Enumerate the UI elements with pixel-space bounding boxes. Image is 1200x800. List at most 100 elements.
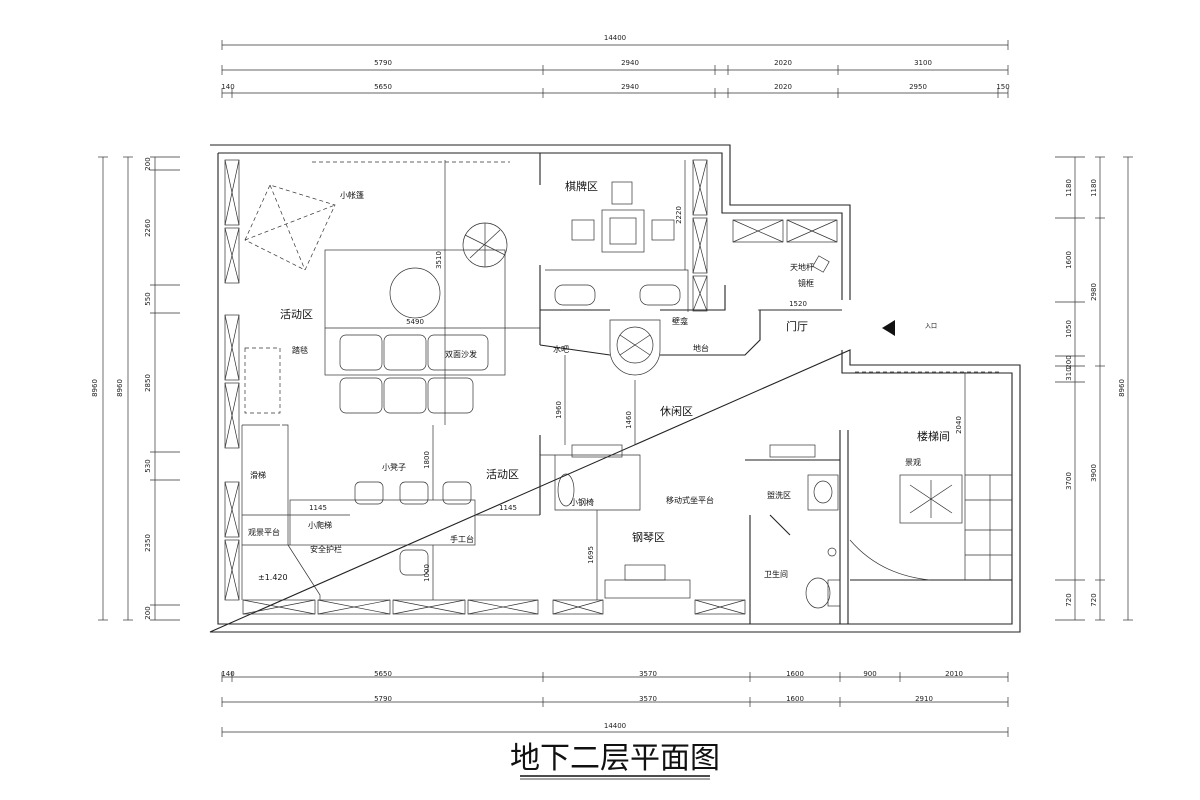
dim-inner-5: 1145 [309,504,327,512]
room-leisure: 休闲区 [660,404,693,418]
dim-right-outer-0: 1180 [1090,179,1098,197]
room-wash: 盥洗区 [767,490,791,500]
inner-dim-texts: 5490 3510 1520 1960 1460 1145 1145 1800 … [309,206,963,582]
label-piano-bench: 小钢椅 [570,497,594,507]
dim-inner-3: 1960 [555,401,563,419]
toilet [805,547,841,609]
skylight-device [812,255,830,273]
top-dimensions: 14400 5790 2940 2020 3100 140 5650 2940 … [221,34,1010,98]
dim-top-r2-3: 3100 [914,59,932,67]
dim-inner-6: 1145 [499,504,517,512]
label-safety-rail: 安全护栏 [310,544,342,554]
label-sofa: 双面沙发 [445,349,477,359]
dim-top-total: 14400 [604,34,626,42]
label-small-ladder: 小爬梯 [308,520,332,530]
dim-bot-r1-1: 5650 [374,670,392,678]
dim-right-inner-6: 720 [1065,593,1073,606]
room-activity-top: 活动区 [280,308,313,321]
dim-inner-11: 2220 [675,206,683,224]
dim-top-r2-2: 2020 [774,59,792,67]
room-piano: 钢琴区 [632,531,665,544]
bottom-dimensions: 140 5650 3570 1600 900 2010 5790 3570 16… [221,670,1009,737]
dim-bot-r2-1: 3570 [639,695,657,703]
stairs [849,474,1012,581]
interior-walls [241,153,1012,624]
dim-left-outer-0: 8960 [91,379,99,397]
dim-right-outer-4: 8960 [1118,379,1126,397]
dim-right-inner-4: 310 [1065,367,1073,380]
dim-left-inner-6: 200 [144,606,152,619]
dim-top-r3-0: 140 [221,83,234,91]
round-bar [609,319,661,376]
dim-top-r3-4: 2950 [909,83,927,91]
label-movable-platform: 移动式坐平台 [666,495,714,505]
piano [557,444,691,599]
dim-inner-2: 1520 [789,300,807,308]
label-counter: 地台 [693,343,709,353]
room-chess: 棋牌区 [565,179,598,193]
dim-left-inner-2: 550 [144,292,152,305]
dim-inner-10: 2040 [955,416,963,434]
label-craft-table: 手工台 [450,534,474,544]
label-water-bar: 水吧 [553,344,569,354]
label-small-tent: 小帐篷 [340,190,364,200]
label-elevation: ±1.420 [258,573,288,582]
label-landscape: 景观 [905,458,921,467]
page-title: 地下二层平面图 [510,741,720,776]
dim-top-r3-5: 150 [996,83,1009,91]
plant [462,222,508,268]
dim-left-inner-3: 2850 [144,374,152,392]
dim-left-outer-1: 8960 [116,379,124,397]
dim-inner-7: 1800 [423,451,431,469]
tent [244,161,510,271]
dim-bot-r1-2: 3570 [639,670,657,678]
chess-table [571,181,675,253]
dim-bot-r1-4: 900 [863,670,876,678]
room-bathroom: 卫生间 [764,569,788,579]
furniture-labels: 小帐篷 踏毯 双面沙发 水吧 地台 壁龛 滑梯 观景平台 小爬梯 安全护栏 小凳… [248,190,937,582]
label-niche: 壁龛 [672,316,688,326]
craft-table [289,481,540,576]
dim-right-inner-0: 1180 [1065,179,1073,197]
dim-bot-r1-5: 2010 [945,670,963,678]
dim-inner-9: 1695 [587,546,595,564]
dim-bot-total: 14400 [604,722,626,730]
label-skylight2: 镜框 [798,278,814,288]
left-windows [224,159,240,601]
bench [554,284,681,306]
label-small-stool: 小凳子 [382,462,406,472]
dim-right-inner-5: 3700 [1065,472,1073,490]
dim-top-r2-1: 2940 [621,59,639,67]
dim-bot-r2-3: 2910 [915,695,933,703]
dim-top-r3-3: 2020 [774,83,792,91]
right-dimensions: 1180 1600 1050 200 310 3700 720 1180 298… [1055,156,1133,621]
bottom-windows [242,599,746,615]
left-dimensions: 8960 8960 200 2260 550 2850 530 2350 200 [91,156,180,621]
rug [244,347,281,414]
dim-inner-1: 3510 [435,251,443,269]
label-slide: 滑梯 [250,470,266,480]
dim-top-r2-0: 5790 [374,59,392,67]
room-activity-mid: 活动区 [486,468,519,481]
dim-right-outer-1: 2980 [1090,283,1098,301]
label-entry: 入口 [925,323,937,330]
label-view-platform: 观景平台 [248,527,280,537]
entry-arrow [882,320,895,336]
dim-inner-4: 1460 [625,411,633,429]
room-foyer: 门厅 [786,319,808,333]
dim-inner-8: 1000 [423,564,431,582]
inner-dims [325,160,966,600]
label-rug: 踏毯 [292,345,308,355]
wash-basin [769,444,839,511]
chess-windows [692,159,838,312]
dim-bot-r1-0: 140 [221,670,234,678]
dim-left-inner-0: 200 [144,157,152,170]
dim-left-inner-4: 530 [144,459,152,472]
room-stairs: 楼梯间 [917,429,950,443]
dim-right-outer-3: 720 [1090,593,1098,606]
dim-bot-r2-2: 1600 [786,695,804,703]
dim-right-inner-1: 1600 [1065,251,1073,269]
dim-inner-0: 5490 [406,318,424,326]
outer-walls [209,144,1021,633]
